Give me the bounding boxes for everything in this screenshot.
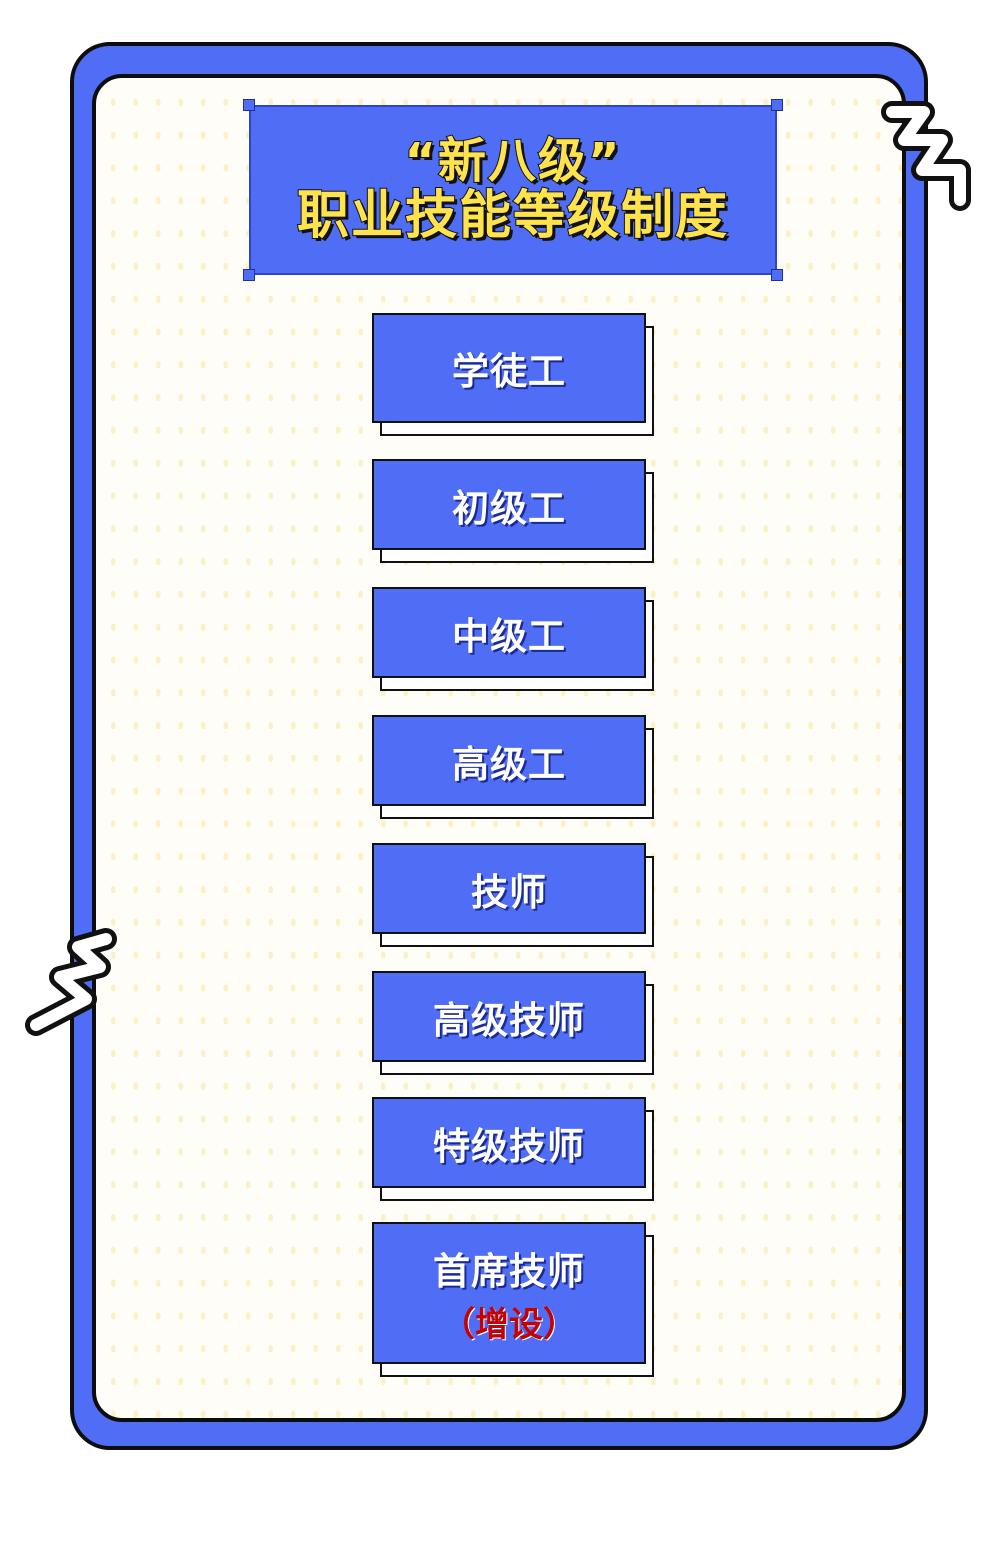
level-label: 高级工 — [452, 742, 566, 786]
level-label: 学徒工 — [452, 350, 566, 393]
level-card-7: 特级技师 — [372, 1097, 654, 1201]
card-face: 高级技师 — [372, 971, 646, 1062]
level-label: 高级技师 — [433, 998, 585, 1042]
level-card-6: 高级技师 — [372, 971, 654, 1075]
level-label: 初级工 — [452, 486, 566, 530]
zigzag-decoration-icon — [881, 101, 971, 211]
level-card-3: 中级工 — [372, 587, 654, 691]
selection-handle-bottom-left — [243, 269, 255, 281]
card-face: 特级技师 — [372, 1097, 646, 1188]
card-face: 中级工 — [372, 587, 646, 678]
level-label: 特级技师 — [433, 1124, 585, 1168]
level-label: 技师 — [471, 870, 547, 914]
selection-handle-top-left — [243, 99, 255, 111]
zigzag-decoration-icon — [25, 928, 117, 1036]
title-line-1: “新八级” — [403, 133, 622, 189]
card-face: 技师 — [372, 843, 646, 934]
card-face: 学徒工 — [372, 313, 646, 423]
level-card-4: 高级工 — [372, 715, 654, 819]
level-label: 首席技师 — [433, 1249, 585, 1293]
selection-handle-top-right — [771, 99, 783, 111]
level-card-1: 学徒工 — [372, 313, 654, 436]
level-card-5: 技师 — [372, 843, 654, 947]
title-line-2: 职业技能等级制度 — [296, 185, 729, 246]
level-note: （增设） — [441, 1304, 577, 1345]
level-card-2: 初级工 — [372, 459, 654, 563]
title-box: “新八级” 职业技能等级制度 — [249, 105, 777, 275]
level-label: 中级工 — [452, 614, 566, 658]
card-face: 首席技师 （增设） — [372, 1222, 646, 1364]
card-face: 初级工 — [372, 459, 646, 550]
card-face: 高级工 — [372, 715, 646, 806]
selection-handle-bottom-right — [771, 269, 783, 281]
level-card-8: 首席技师 （增设） — [372, 1222, 654, 1377]
